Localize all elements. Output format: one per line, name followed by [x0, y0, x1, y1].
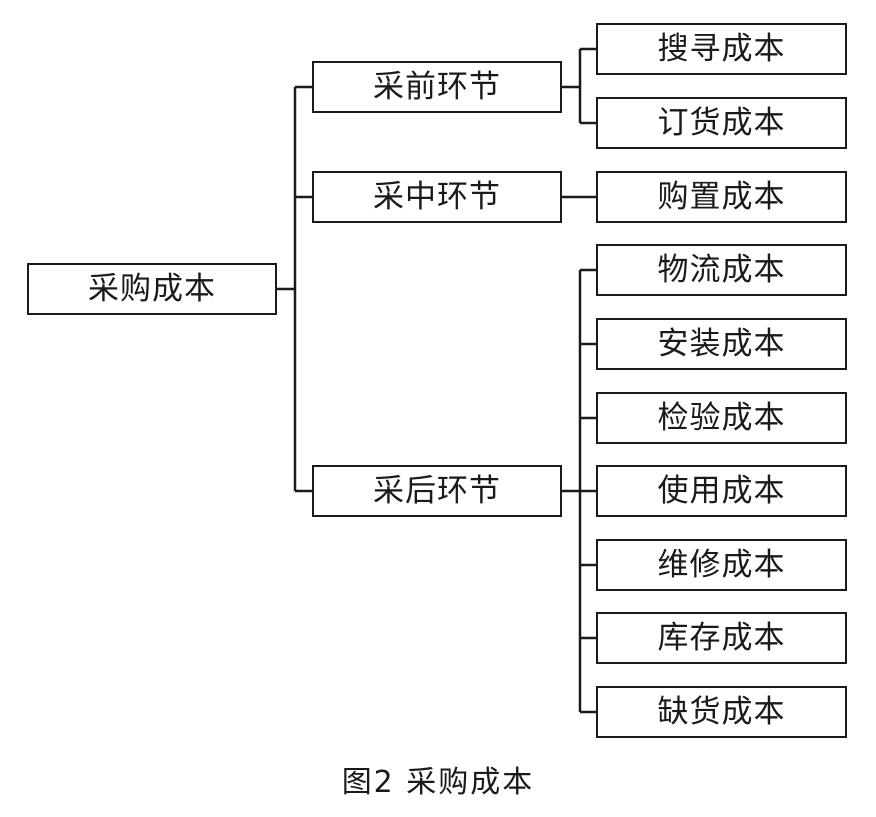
cost-node-install: 安装成本: [596, 318, 847, 370]
cost-node-purchase: 购置成本: [596, 171, 847, 223]
cost-node-inspect: 检验成本: [596, 392, 847, 444]
cost-node-logistics: 物流成本: [596, 244, 847, 296]
cost-node-label: 购置成本: [657, 178, 786, 215]
cost-node-label: 检验成本: [657, 399, 786, 436]
cost-node-label: 维修成本: [657, 546, 786, 583]
cost-node-label: 订货成本: [657, 104, 786, 141]
stage-node-pre: 采前环节: [312, 61, 562, 113]
cost-node-label: 使用成本: [657, 472, 786, 509]
stage-node-post: 采后环节: [312, 465, 562, 517]
cost-node-label: 搜寻成本: [657, 30, 786, 67]
cost-node-order: 订货成本: [596, 97, 847, 149]
stage-node-mid: 采中环节: [312, 171, 562, 223]
stage-node-label: 采中环节: [373, 178, 501, 215]
cost-node-search: 搜寻成本: [596, 23, 847, 75]
cost-node-shortage: 缺货成本: [596, 686, 847, 738]
cost-node-label: 库存成本: [657, 619, 786, 656]
cost-node-use: 使用成本: [596, 465, 847, 517]
cost-node-repair: 维修成本: [596, 539, 847, 591]
cost-node-label: 缺货成本: [657, 693, 786, 730]
root-node: 采购成本: [27, 263, 277, 315]
stage-node-label: 采前环节: [373, 68, 501, 105]
figure-caption: 图2 采购成本: [341, 765, 535, 800]
root-node-label: 采购成本: [88, 270, 216, 307]
cost-node-label: 安装成本: [657, 325, 786, 362]
stage-node-label: 采后环节: [373, 472, 501, 509]
cost-node-label: 物流成本: [657, 251, 786, 288]
cost-node-inventory: 库存成本: [596, 612, 847, 664]
